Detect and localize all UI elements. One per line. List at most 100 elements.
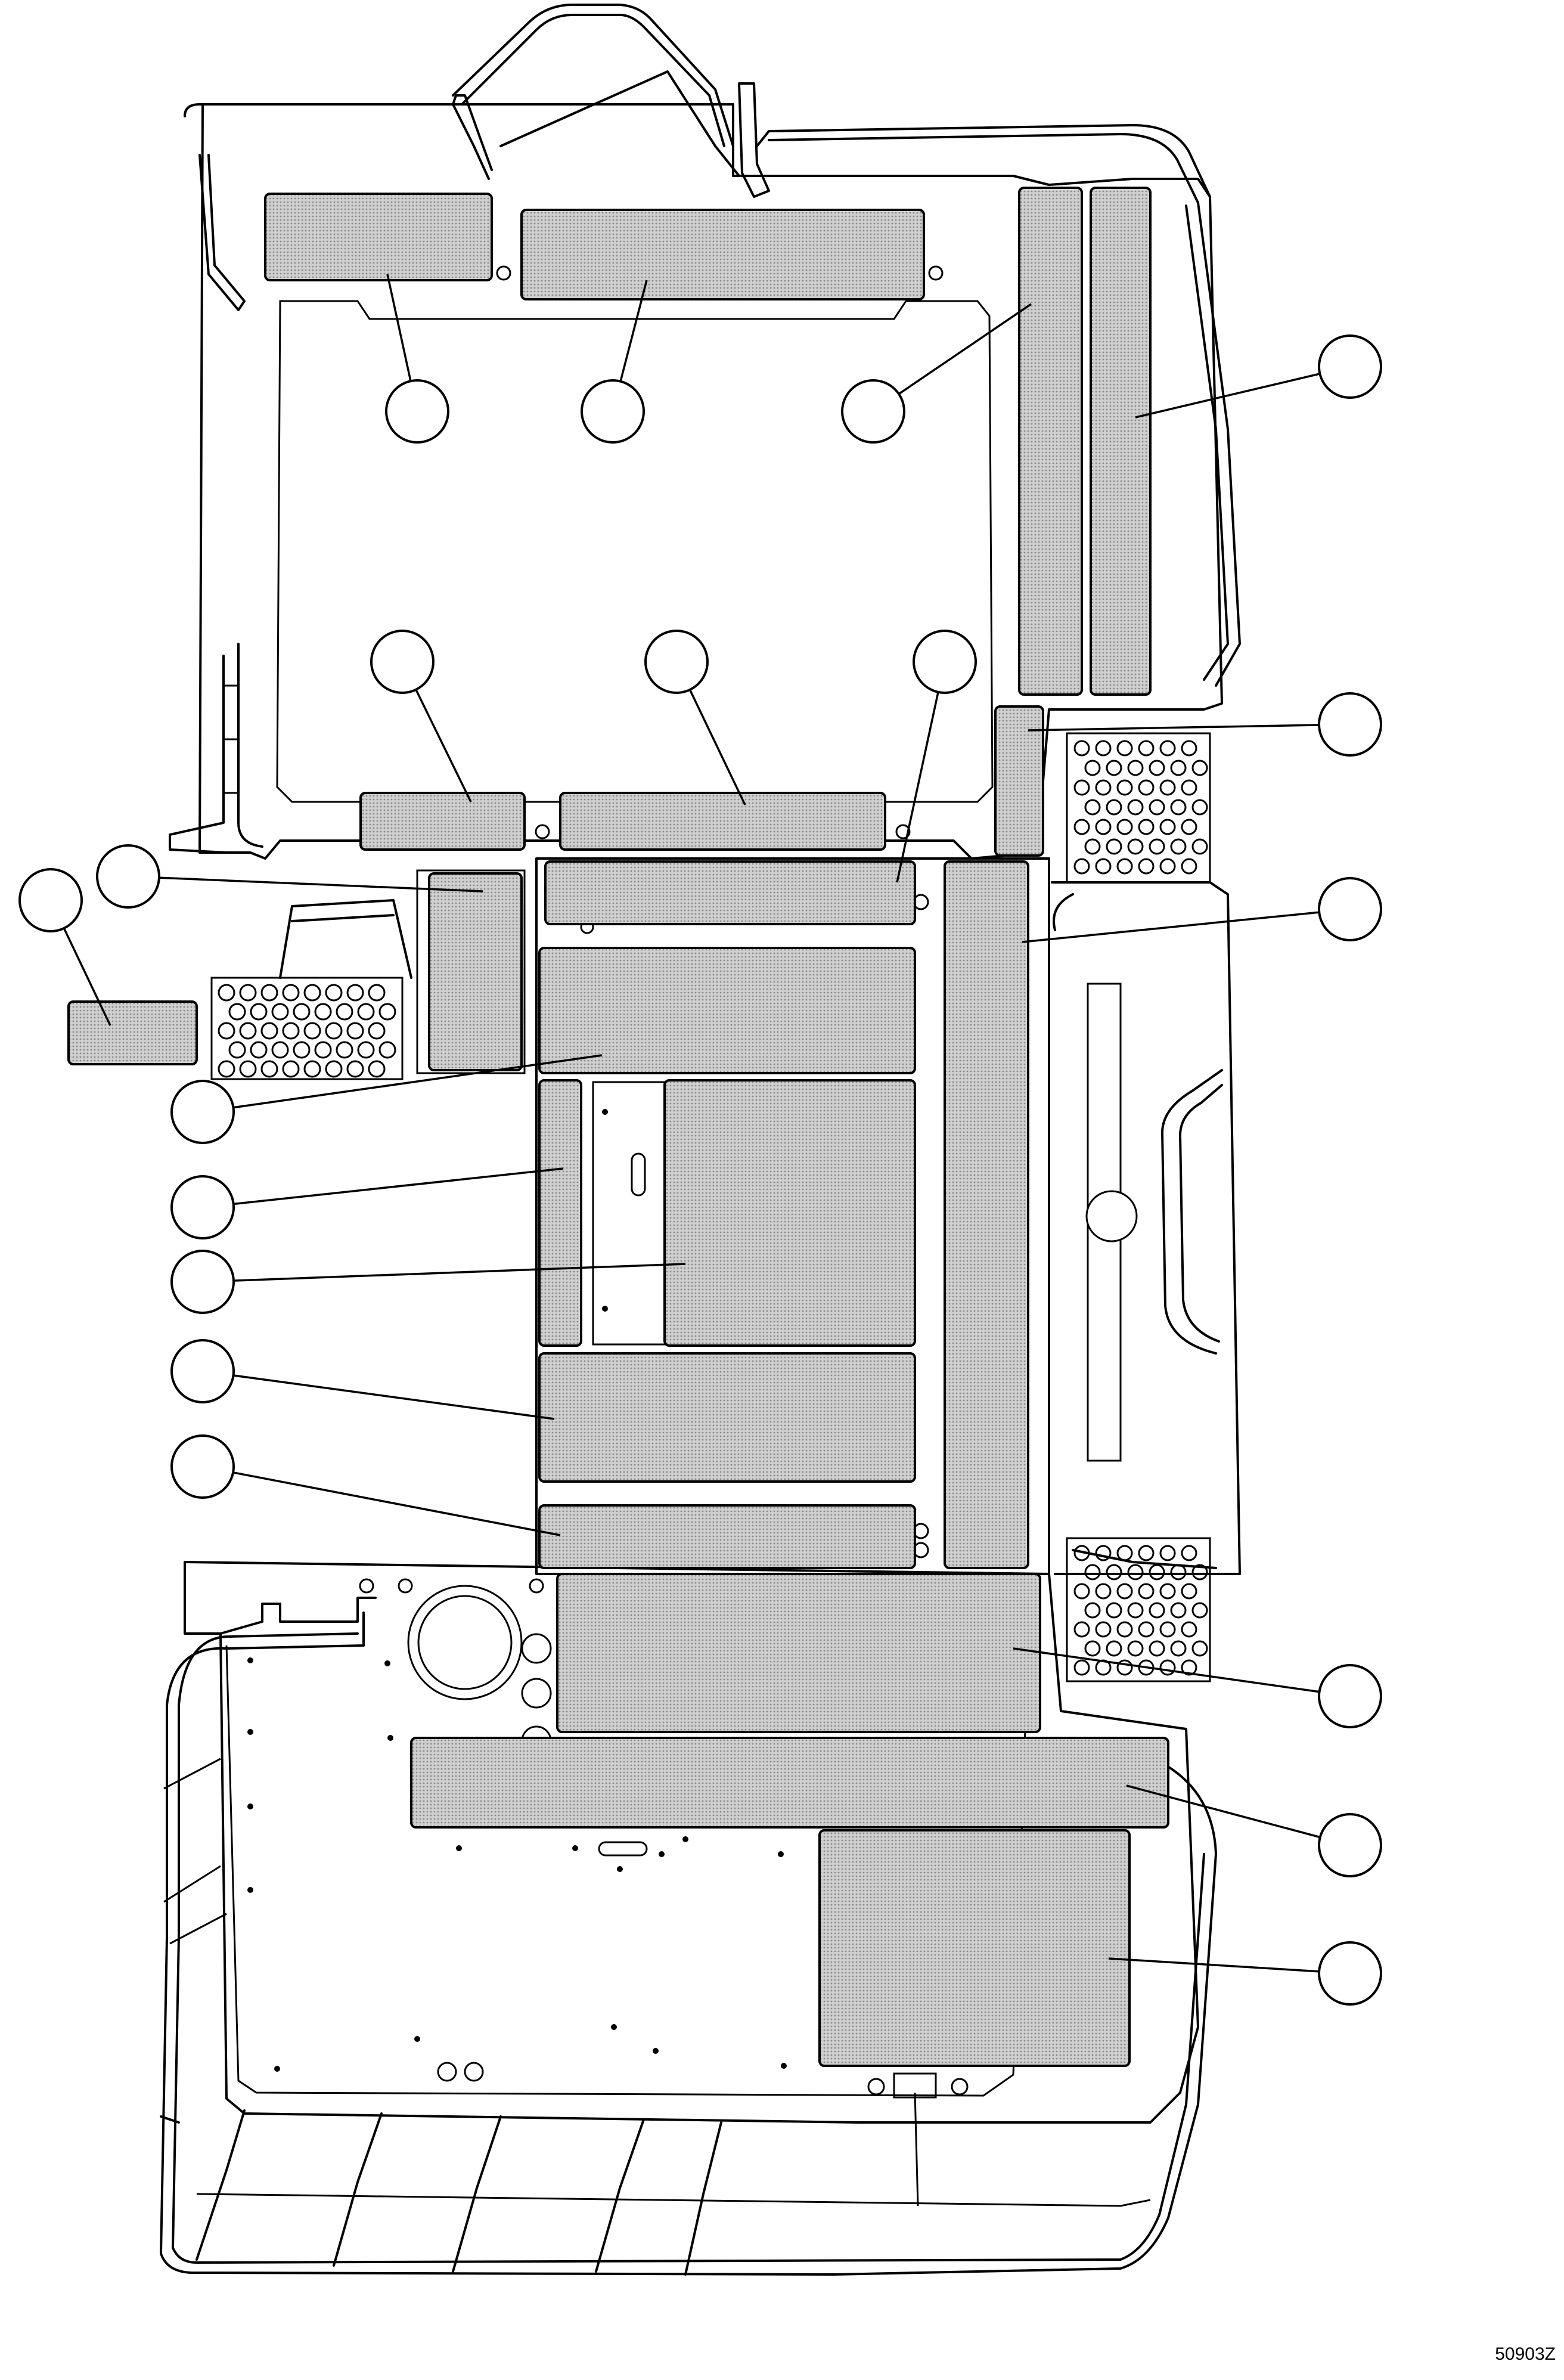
coil-ring: [346, 1060, 364, 1078]
callout-balloon-17: [1318, 1664, 1382, 1728]
coil-ring: [1095, 740, 1112, 757]
callout-leader-15: [202, 1370, 555, 1420]
coil-ring: [1127, 1564, 1144, 1581]
coil-ring: [303, 984, 321, 1002]
coil-ring: [260, 984, 278, 1002]
coil-ring: [1106, 1564, 1122, 1581]
insulation-pad-13: [538, 1079, 582, 1347]
coil-ring: [1116, 779, 1133, 796]
callout-leader-4: [1135, 365, 1351, 419]
coil-ring: [1170, 1564, 1187, 1581]
coil-ring: [271, 1041, 289, 1059]
ladder-rail-upper-left: [169, 643, 263, 854]
callout-balloon-14: [170, 1250, 235, 1314]
coil-ring: [1159, 1583, 1176, 1600]
right-door-rail-bottom: [1053, 893, 1217, 1569]
coil-ring: [1127, 799, 1144, 816]
center-slot-plate: [592, 1081, 669, 1346]
callout-balloon-5: [370, 630, 435, 694]
coil-ring: [1127, 760, 1144, 776]
coil-ring: [368, 1060, 386, 1078]
callout-leader-10: [128, 875, 483, 892]
coil-ring: [1159, 819, 1176, 835]
coil-ring: [1138, 819, 1155, 835]
callout-balloon-12: [170, 1080, 235, 1144]
insulation-pad-18: [410, 1737, 1169, 1829]
callout-leader-16: [202, 1465, 561, 1536]
coil-ring: [271, 1003, 289, 1021]
coil-ring: [1095, 819, 1112, 835]
coil-ring: [1073, 1583, 1090, 1600]
roof-handrail-left: [184, 94, 493, 180]
coil-ring: [239, 1060, 257, 1078]
coil-ring: [250, 1041, 268, 1059]
insulation-pad-15: [538, 1352, 916, 1483]
lower-hitch-bar: [914, 2092, 919, 2207]
callout-leader-8: [1028, 723, 1351, 732]
coil-ring: [303, 1060, 321, 1078]
roof-inner-panel: [276, 300, 994, 803]
coil-ring: [1084, 1602, 1101, 1619]
callout-balloon-3: [841, 379, 905, 444]
insulation-pad-7: [559, 792, 886, 851]
roof-hatch: [499, 70, 740, 177]
lower-access-cover: [407, 1585, 523, 1700]
coil-ring: [314, 1041, 332, 1059]
coil-ring: [1181, 858, 1197, 875]
coil-ring: [314, 1003, 332, 1021]
callout-balloon-13: [170, 1175, 235, 1239]
coil-ring: [1116, 740, 1133, 757]
lower-base: [160, 1561, 1217, 2276]
coil-ring: [1116, 1545, 1133, 1561]
callout-balloon-15: [170, 1339, 235, 1403]
coil-ring: [1106, 1640, 1122, 1657]
coil-left: [210, 977, 404, 1080]
insulation-pad-4: [1090, 187, 1152, 696]
coil-ring: [1191, 838, 1208, 855]
insulation-pad-9: [944, 860, 1029, 1569]
roof-bolt-2: [928, 265, 944, 281]
right-door: [1051, 881, 1241, 1575]
coil-ring: [282, 1022, 300, 1040]
coil-ring: [1191, 760, 1208, 776]
coil-ring: [1095, 858, 1112, 875]
coil-ring: [1138, 858, 1155, 875]
coil-ring: [1181, 819, 1197, 835]
coil-ring: [1106, 799, 1122, 816]
callout-balloon-2: [581, 379, 645, 444]
roof-outline: [198, 103, 1223, 860]
coil-ring: [1181, 779, 1197, 796]
right-door-porthole: [1085, 1190, 1138, 1242]
callout-balloon-11: [1318, 877, 1382, 941]
coil-ring: [1106, 838, 1122, 855]
callout-balloon-10: [96, 844, 160, 909]
roof-side-rail-left: [198, 154, 246, 311]
lower-ladder: [160, 2109, 722, 2276]
coil-ring: [239, 1022, 257, 1040]
insulation-pad-3: [1018, 187, 1083, 696]
insulation-pad-8: [544, 860, 916, 925]
coil-ring: [1149, 1640, 1165, 1657]
coil-ring: [239, 984, 257, 1002]
callout-leader-7: [896, 661, 946, 883]
lower-slot: [598, 1841, 648, 1857]
coil-ring: [1073, 858, 1090, 875]
coil-ring: [293, 1041, 311, 1059]
insulation-pad-19: [818, 1829, 1131, 2067]
coil-ring: [1181, 740, 1197, 757]
coil-ring: [282, 984, 300, 1002]
coil-ring: [325, 1060, 343, 1078]
coil-ring: [1116, 858, 1133, 875]
coil-ring: [325, 1022, 343, 1040]
insulation-pad-16: [538, 1504, 916, 1569]
coil-ring: [1116, 1621, 1133, 1638]
callout-leader-14: [202, 1263, 686, 1283]
coil-ring: [1084, 799, 1101, 816]
insulation-pad-1: [264, 193, 493, 281]
coil-ring: [1138, 1583, 1155, 1600]
coil-ring: [1170, 1640, 1187, 1657]
coil-ring: [1084, 760, 1101, 776]
coil-ring: [1159, 1659, 1176, 1676]
coil-ring: [1127, 838, 1144, 855]
